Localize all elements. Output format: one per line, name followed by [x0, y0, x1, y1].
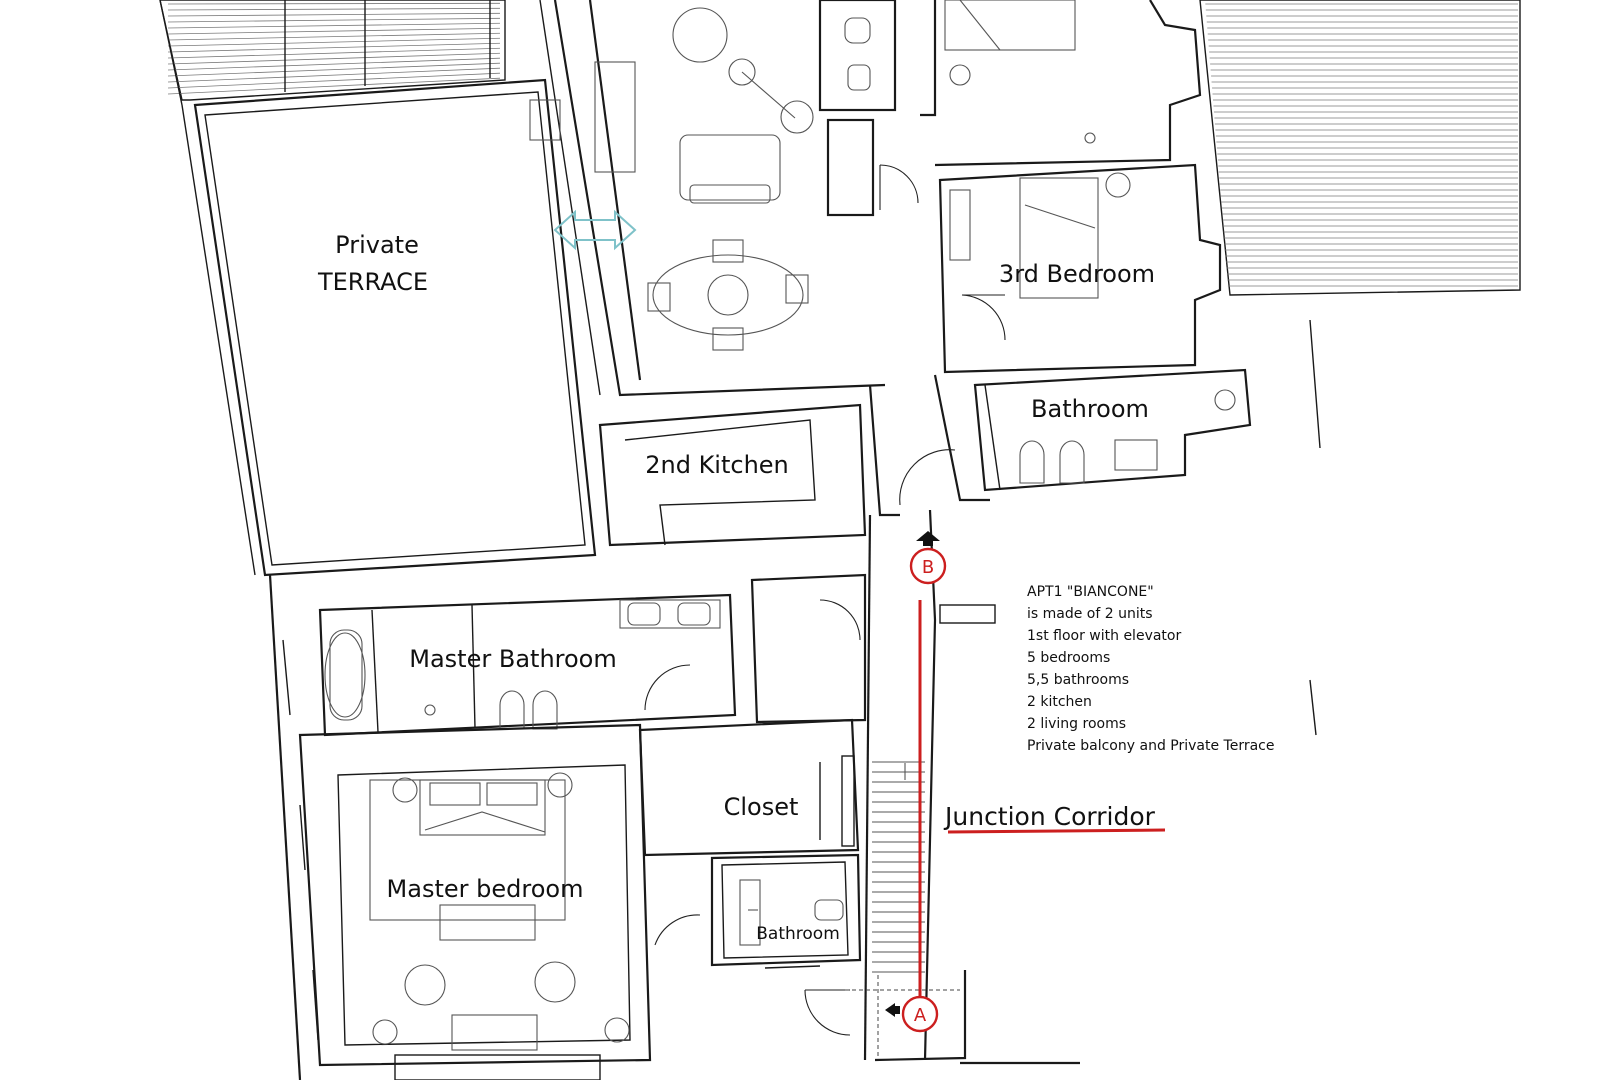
info-line: 2 living rooms	[1027, 716, 1126, 732]
label-closet: Closet	[724, 793, 799, 821]
info-line: 5 bedrooms	[1027, 650, 1110, 666]
label-second-kitchen: 2nd Kitchen	[645, 451, 789, 479]
small-bathroom	[654, 853, 862, 969]
label-small-bathroom: Bathroom	[756, 924, 840, 944]
hatch-line	[167, 7, 501, 11]
hatch-line	[167, 32, 501, 41]
label-private-terrace-line2: TERRACE	[317, 268, 428, 296]
hatch-line	[167, 22, 501, 29]
private-terrace	[159, 0, 597, 577]
direction-arrow-icon	[916, 531, 940, 546]
hatch-line	[167, 2, 501, 5]
living-room	[529, 0, 886, 397]
hatch-line	[167, 12, 501, 17]
hatch-line	[167, 62, 501, 77]
stairs	[872, 761, 925, 973]
master-bedroom	[298, 723, 652, 1080]
label-master-bathroom: Master Bathroom	[409, 645, 616, 673]
info-line: APT1 "BIANCONE"	[1027, 584, 1154, 600]
hatch-line	[167, 77, 501, 95]
marker-a: A	[901, 995, 939, 1033]
corridor-walls	[863, 374, 996, 1061]
label-master-bedroom: Master bedroom	[387, 875, 584, 903]
entry-arrow-icon	[885, 1003, 900, 1017]
balcony-hatch-top-right	[1199, 0, 1521, 296]
label-third-bedroom: 3rd Bedroom	[999, 260, 1155, 288]
label-junction-corridor: Junction Corridor	[943, 802, 1156, 831]
second-kitchen	[598, 403, 867, 547]
marker-b-label: B	[922, 557, 934, 578]
hatch-line	[167, 17, 501, 23]
info-line: Private balcony and Private Terrace	[1027, 738, 1274, 754]
info-line: 2 kitchen	[1027, 694, 1092, 710]
balcony-hatch-top-left	[159, 0, 506, 101]
marker-b: B	[909, 547, 947, 585]
closet	[638, 718, 860, 857]
info-line: is made of 2 units	[1027, 606, 1153, 622]
top-bedroom	[920, 0, 1202, 167]
hatch-line	[167, 47, 501, 59]
label-private-terrace-line1: Private	[335, 231, 419, 259]
entry-area	[804, 970, 967, 1062]
master-bathroom	[318, 593, 737, 737]
route-a-to-b	[916, 531, 1166, 1005]
info-line: 5,5 bathrooms	[1027, 672, 1129, 688]
hatch-line	[167, 42, 501, 53]
hatch-line	[167, 37, 501, 47]
hatch-line	[167, 67, 501, 83]
label-upper-bathroom: Bathroom	[1031, 395, 1149, 423]
storage-room	[750, 573, 867, 724]
marker-a-label: A	[914, 1005, 927, 1026]
apartment-info: APT1 "BIANCONE" is made of 2 units 1st f…	[1027, 584, 1274, 754]
upper-bathroom	[973, 368, 1252, 492]
third-bedroom	[938, 163, 1222, 374]
hatch-line	[167, 52, 501, 65]
info-line: 1st floor with elevator	[1027, 628, 1181, 644]
hatch-line	[167, 57, 501, 71]
entrance-arrow-icon	[553, 209, 637, 251]
outer-walls	[268, 319, 1321, 1080]
upper-wc	[818, 0, 919, 217]
corridor-underline	[947, 828, 1166, 834]
hatch-line	[167, 27, 501, 35]
hatch-line	[167, 72, 501, 89]
